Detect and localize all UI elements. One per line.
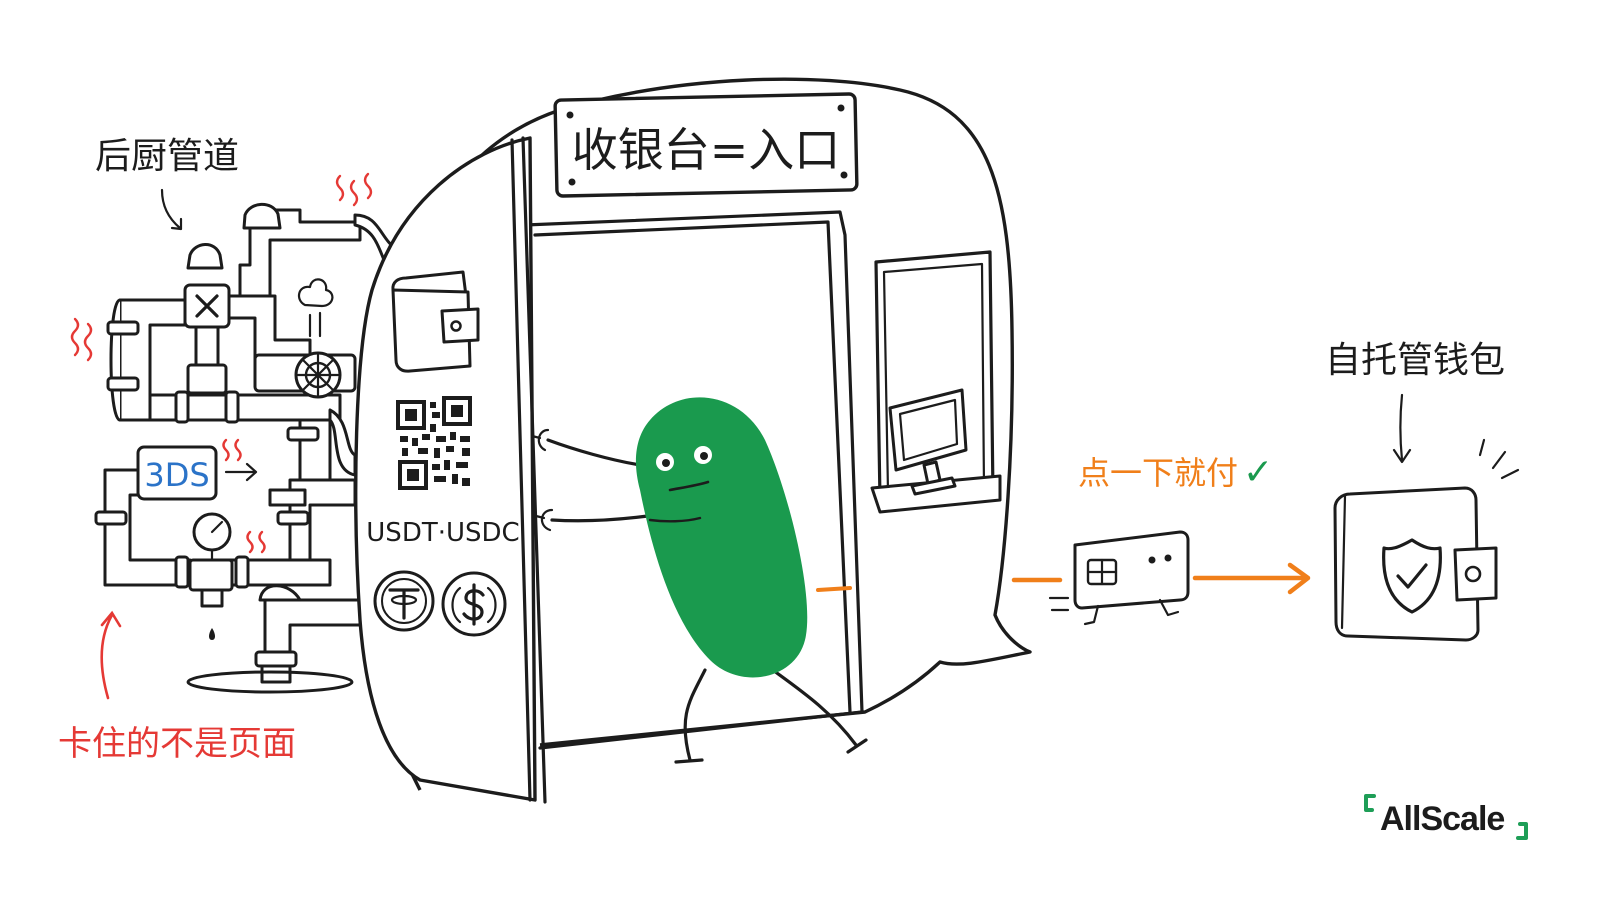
3ds-badge: 3DS [136, 445, 218, 501]
self-custody-wallet-icon [1333, 438, 1520, 642]
pressure-gauge-icon [188, 512, 234, 640]
label-backend-pipes: 后厨管道 [95, 136, 239, 177]
arrow-stuck [100, 610, 122, 700]
label-self-custody-wallet: 自托管钱包 [1325, 340, 1505, 381]
label-stuck-not-page: 卡住的不是页面 [58, 724, 296, 764]
allscale-logo: AllScale [1364, 794, 1528, 840]
green-character [635, 397, 808, 678]
wallet-icon [391, 270, 480, 373]
valve-wheel-icon [253, 351, 357, 399]
checkout-booth: 收银台=入口 [354, 77, 1032, 804]
card-icon [1048, 530, 1190, 626]
booth-sign: 收银台=入口 [553, 92, 859, 198]
booth-door: USDT·USDC [354, 136, 547, 804]
steam-icon [297, 278, 334, 338]
monitor-icon [888, 388, 968, 496]
arrow-to-wallet [1192, 562, 1311, 595]
stablecoin-label: USDT·USDC [366, 518, 519, 548]
usdc-coin-icon [441, 571, 507, 637]
arrow-self-custody [1392, 393, 1412, 464]
brand-name: AllScale [1380, 800, 1504, 838]
shield-check-icon [1382, 538, 1442, 614]
qr-code-icon [396, 396, 472, 490]
sign-title: 收银台=入口 [572, 123, 841, 177]
label-one-tap-pay: 点一下就付 [1078, 454, 1238, 492]
heat-squiggles [70, 172, 373, 554]
arrow-backend [160, 188, 183, 231]
one-tap-check: ✓ [1243, 452, 1273, 493]
3ds-label: 3DS [144, 456, 209, 494]
backend-pipes: 3DS [94, 202, 400, 694]
tether-coin-icon [373, 570, 435, 632]
